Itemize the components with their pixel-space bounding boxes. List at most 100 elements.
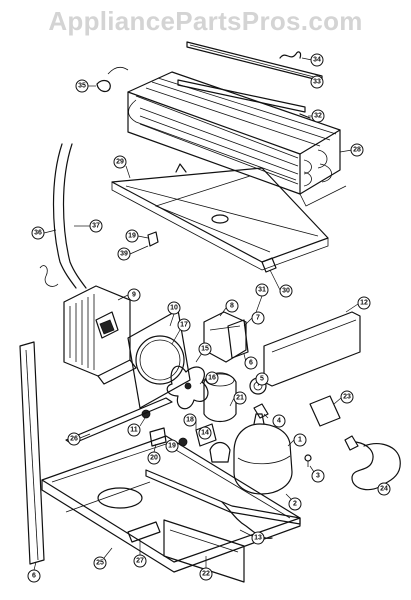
callout-14: 14	[198, 426, 212, 440]
evaporator-coil	[127, 71, 347, 207]
heater-wire	[39, 265, 59, 287]
screw	[299, 113, 311, 119]
callout-11: 11	[127, 417, 146, 437]
capacitor	[253, 403, 269, 419]
relay	[227, 319, 249, 359]
svg-text:13: 13	[254, 535, 262, 542]
callout-20: 20	[147, 443, 161, 465]
grommet-stud	[304, 454, 312, 467]
svg-text:10: 10	[170, 305, 178, 312]
callout-17: 17	[171, 318, 191, 345]
svg-text:4: 4	[277, 418, 281, 425]
power-cord	[344, 435, 401, 491]
callout-37: 37	[74, 219, 103, 233]
svg-text:12: 12	[360, 300, 368, 307]
callout-7: 7	[243, 311, 265, 327]
callout-25: 25	[93, 547, 113, 570]
svg-text:17: 17	[180, 322, 188, 329]
callout-36: 36	[31, 226, 57, 240]
callout-27: 27	[133, 540, 147, 568]
tubing	[221, 501, 273, 539]
callout-31: 31	[253, 283, 269, 319]
callout-39: 39	[117, 245, 149, 261]
callout-24: 24	[377, 482, 391, 496]
svg-text:39: 39	[120, 251, 128, 258]
svg-text:3: 3	[316, 473, 320, 480]
svg-text:6: 6	[32, 573, 36, 580]
svg-text:28: 28	[353, 147, 361, 154]
callout-29: 29	[113, 155, 131, 179]
svg-text:16: 16	[208, 375, 216, 382]
svg-text:14: 14	[201, 430, 209, 437]
callout-21: 21	[229, 391, 247, 407]
svg-text:21: 21	[236, 395, 244, 402]
drain-tube-bracket	[177, 79, 306, 113]
svg-text:24: 24	[380, 486, 388, 493]
callout-6: 6	[243, 353, 258, 370]
fan-shroud	[127, 309, 191, 409]
callout-23: 23	[333, 390, 354, 405]
svg-text:29: 29	[116, 159, 124, 166]
compressor-rail	[145, 469, 301, 525]
callout-19: 19	[125, 229, 149, 243]
callout-33: 33	[310, 75, 324, 89]
svg-text:23: 23	[343, 394, 351, 401]
svg-text:19: 19	[168, 443, 176, 450]
svg-text:34: 34	[313, 57, 321, 64]
svg-text:35: 35	[78, 83, 86, 90]
callout-15: 15	[195, 342, 212, 363]
svg-text:25: 25	[96, 560, 104, 567]
svg-text:1: 1	[298, 437, 302, 444]
svg-text:18: 18	[186, 417, 194, 424]
callout-22: 22	[199, 556, 213, 581]
svg-text:8: 8	[230, 303, 234, 310]
condenser-coil	[63, 285, 137, 385]
callout-18: 18	[183, 413, 197, 430]
callout-8: 8	[219, 299, 239, 317]
callout-1: 1	[287, 433, 307, 447]
svg-text:7: 7	[256, 315, 260, 322]
callout-26: 26	[67, 432, 91, 446]
callout-34: 34	[301, 53, 324, 67]
svg-text:9: 9	[132, 292, 136, 299]
svg-text:2: 2	[293, 501, 297, 508]
compressor	[233, 413, 293, 495]
callout-28: 28	[339, 143, 364, 157]
callout-35: 35	[75, 79, 96, 93]
svg-text:37: 37	[92, 223, 100, 230]
drain-tube	[52, 143, 87, 289]
svg-text:26: 26	[70, 436, 78, 443]
motor-mount	[209, 441, 231, 463]
base-bracket	[127, 521, 161, 543]
drain-pan	[111, 163, 329, 271]
svg-text:31: 31	[258, 287, 266, 294]
svg-text:6: 6	[249, 360, 253, 367]
callout-3: 3	[309, 465, 325, 483]
wire-clip	[279, 51, 302, 59]
callout-13: 13	[239, 529, 265, 545]
callout-6-lower: 6	[27, 561, 41, 583]
svg-text:27: 27	[136, 558, 144, 565]
svg-text:19: 19	[128, 233, 136, 240]
pan-clip	[147, 231, 159, 247]
callout-19-lower: 19	[165, 439, 181, 453]
callout-16: 16	[199, 371, 219, 385]
callout-5: 5	[255, 372, 269, 387]
fan-blade	[166, 365, 209, 410]
svg-text:20: 20	[150, 455, 158, 462]
callout-4: 4	[263, 413, 286, 428]
callout-30: 30	[269, 269, 293, 298]
fan-blade-nut	[195, 423, 217, 447]
svg-text:32: 32	[314, 113, 322, 120]
svg-text:15: 15	[201, 346, 209, 353]
callout-9: 9	[117, 288, 141, 302]
base-pan	[41, 435, 301, 573]
svg-text:5: 5	[260, 376, 264, 383]
callout-10: 10	[167, 301, 181, 327]
side-rail	[19, 341, 45, 565]
callout-2: 2	[285, 493, 302, 511]
svg-text:11: 11	[130, 427, 138, 434]
terminal-cover	[309, 395, 341, 427]
svg-text:36: 36	[34, 230, 42, 237]
